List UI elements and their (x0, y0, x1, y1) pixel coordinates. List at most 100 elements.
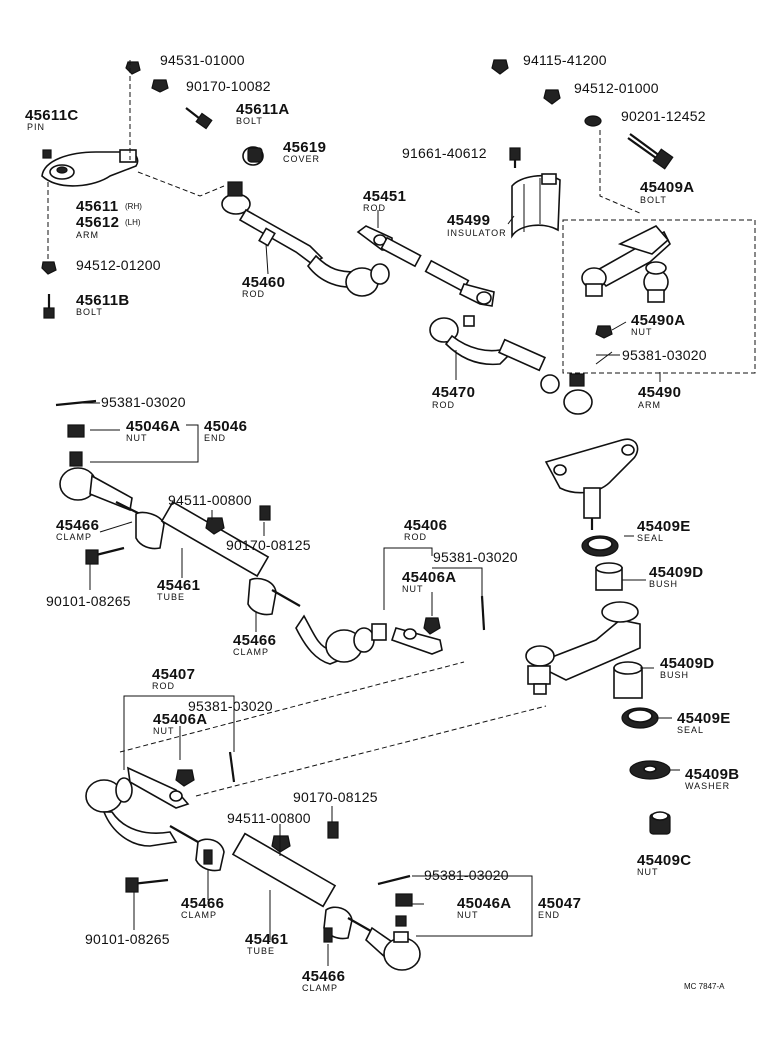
desc-45046: END (204, 433, 227, 443)
nut-94512-01200-shape (41, 261, 57, 275)
bush-45409d-b-drawing (613, 661, 643, 699)
washer-90201-shape (584, 115, 602, 127)
label-45046: 45046 (204, 418, 248, 435)
washer-45409b-drawing (629, 760, 671, 780)
desc-45611c: PIN (27, 122, 46, 132)
label-45406: 45406 (404, 517, 448, 534)
desc-45406a-a: NUT (402, 584, 424, 594)
idler-arm-bracket-drawing (544, 438, 639, 530)
label-45407: 45407 (152, 666, 196, 683)
desc-45461-b: TUBE (247, 946, 276, 956)
nut-90170-10082-shape (151, 79, 169, 93)
desc-45047: END (538, 910, 561, 920)
clamp-45466-c-drawing (195, 838, 225, 872)
label-45466-d: 45466 (302, 968, 346, 985)
label-94115-41200: 94115-41200 (523, 52, 607, 68)
desc-45466-c: CLAMP (181, 910, 218, 920)
label-95381-03020-a: 95381-03020 (622, 347, 707, 363)
bush-45409d-a-drawing (595, 562, 623, 591)
desc-45451: ROD (363, 203, 386, 213)
label-45046a: 45046A (126, 418, 181, 435)
label-45047: 45047 (538, 895, 582, 912)
bolt-45409a-drawing (627, 133, 674, 170)
bolt-90101-b-drawing (125, 877, 169, 893)
label-45460: 45460 (242, 274, 286, 291)
cotter-95381-e-shape (377, 874, 411, 886)
cotter-95381-a-shape (595, 351, 613, 365)
label-94511-00800-b: 94511-00800 (227, 810, 311, 826)
label-90201-12452: 90201-12452 (621, 108, 706, 124)
desc-45470: ROD (432, 400, 455, 410)
arm-45490-drawing (581, 225, 671, 303)
cover-45619-drawing (242, 146, 264, 166)
desc-45409e-a: SEAL (637, 533, 665, 543)
bolt-90170-a-shape (259, 505, 271, 521)
desc-45466-d: CLAMP (302, 983, 339, 993)
nut-45490a-shape (595, 325, 613, 339)
nut-94531-shape (125, 61, 141, 75)
label-94512-01200: 94512-01200 (76, 257, 161, 273)
label-45470: 45470 (432, 384, 476, 401)
nut-45046a-b-shape (395, 893, 413, 907)
label-90101-08265-b: 90101-08265 (85, 931, 170, 947)
desc-45046a-b: NUT (457, 910, 479, 920)
nut-94115-shape (491, 59, 509, 75)
label-45466-c: 45466 (181, 895, 225, 912)
bolt-45611b-drawing (43, 294, 55, 319)
label-45490: 45490 (638, 384, 682, 401)
label-45490a: 45490A (631, 312, 686, 329)
label-95381-03020-e: 95381-03020 (424, 867, 509, 883)
end-45046-drawing (59, 451, 141, 515)
rod-45470-drawing (429, 315, 593, 415)
nut-45406a-a-shape (423, 617, 441, 635)
label-45612: 45612 (76, 214, 120, 231)
rod-45407-drawing (85, 766, 199, 847)
guide-line (195, 705, 547, 797)
label-45406a-a: 45406A (402, 569, 457, 586)
label-91661-40612: 91661-40612 (402, 145, 487, 161)
leader-line (611, 321, 627, 331)
rod-45451-drawing (356, 225, 495, 307)
label-45409c: 45409C (637, 852, 692, 869)
label-95381-03020-d: 95381-03020 (188, 698, 273, 714)
label-45046a-b: 45046A (457, 895, 512, 912)
bolt-45611a-drawing (185, 107, 213, 130)
seal-45409e-a-drawing (581, 535, 619, 557)
cotter-95381-c-shape (480, 595, 486, 631)
label-45406a-b: 45406A (153, 711, 208, 728)
leader-line (412, 875, 533, 937)
label-45409b: 45409B (685, 766, 740, 783)
desc-45409c: NUT (637, 867, 659, 877)
label-45611b: 45611B (76, 292, 130, 309)
leader-line (432, 567, 483, 596)
label-45461-a: 45461 (157, 577, 201, 594)
desc-45611b: BOLT (76, 307, 103, 317)
tube-45461-upper-drawing (135, 500, 301, 616)
rod-45460-drawing (221, 181, 390, 297)
desc-45619: COVER (283, 154, 321, 164)
label-45611-rh: (RH) (125, 202, 142, 211)
desc-45409b: WASHER (685, 781, 731, 791)
label-94511-00800-a: 94511-00800 (168, 492, 252, 508)
desc-45466-b: CLAMP (233, 647, 270, 657)
label-45461-b: 45461 (245, 931, 289, 948)
insulator-45499-drawing (511, 173, 561, 239)
cotter-95381-d-shape (228, 751, 236, 783)
seal-45409e-b-drawing (621, 707, 659, 729)
nut-45406a-b-shape (175, 769, 195, 787)
desc-45466-a: CLAMP (56, 532, 93, 542)
end-45047-drawing (347, 915, 421, 971)
label-45466-a: 45466 (56, 517, 100, 534)
arm-45490-box (562, 219, 756, 374)
desc-45499: INSULATOR (447, 228, 507, 238)
desc-45461-a: TUBE (157, 592, 186, 602)
label-94512-01000: 94512-01000 (574, 80, 659, 96)
leader-line (265, 243, 269, 275)
rod-45406-drawing (295, 614, 443, 665)
bolt-90101-a-drawing (85, 546, 125, 565)
label-95381-03020-c: 95381-03020 (433, 549, 518, 565)
guide-line (599, 130, 643, 215)
nut-94511-b-shape (271, 835, 291, 853)
